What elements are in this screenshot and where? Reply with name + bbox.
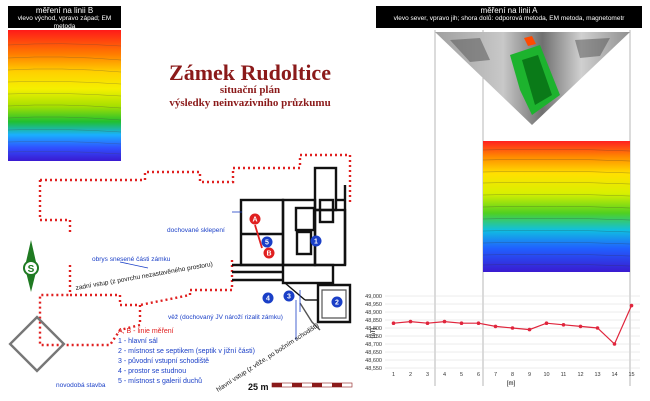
chart-y-tick-label: 48,600 [365,358,382,364]
chart-point [578,324,583,329]
room-3-label: 3 [287,294,291,301]
chart-x-tick-label: 10 [543,372,549,378]
room-markers: 5 1 4 3 2 [261,235,343,308]
chart-x-tick-label: 15 [628,372,634,378]
chart-y-ticks: 49,000 48,950 48,900 48,850 48,800 48,750 48,7… [365,294,382,372]
label-obrys: obrys snesené části zámku [92,256,171,263]
room-4-label: 4 [266,296,270,303]
chart-x-tick-label: 9 [528,372,531,378]
panel-a-subtitle: vlevo sever, vpravo jih; shora dolů: odp… [393,15,625,22]
chart-point [629,303,634,308]
chart-y-tick-label: 48,850 [365,318,382,324]
chart-point [476,321,481,326]
modern-building [8,315,66,373]
chart-point [527,327,532,332]
chateau-plan [232,166,352,331]
legend-line-0: A, B - linie měření [118,328,174,335]
resistivity-section [435,32,630,125]
page-subtitle: situační plán [219,84,281,96]
chart-points [391,303,634,346]
room-2-label: 2 [335,300,339,307]
chart-point [459,321,464,326]
chart-y-tick-label: 48,950 [365,302,382,308]
panel-a-header: měření na linii A vlevo sever, vpravo ji… [376,6,642,28]
chart-x-tick-label: 5 [460,372,463,378]
chart-y-tick-label: 48,550 [365,366,382,372]
marker-b [263,247,275,259]
scale-bar: 25 m [248,382,353,392]
legend-line-4: 4 - prostor se studnou [118,368,186,375]
panel-b-title: měření na linii B [35,6,94,15]
marker-b-label: B [266,251,271,258]
room-5-label: 5 [265,240,269,247]
chart-x-tick-label: 12 [577,372,583,378]
chart-x-tick-label: 14 [611,372,617,378]
legend: A, B - linie měření 1 - hlavní sál 2 - m… [118,328,255,385]
legend-line-5: 5 - místnost s galerií duchů [118,377,202,385]
panel-b-subtitle: vlevo východ, vpravo západ; EM metoda [17,15,112,30]
marker-a [249,213,261,225]
label-dochovane: dochované sklepení [167,227,225,234]
chart-point [510,326,515,330]
legend-line-2: 2 - místnost se septikem (septik v jižní… [118,348,255,355]
chart-x-tick-label: 6 [477,372,480,378]
chart-x-tick-label: 8 [511,372,514,378]
legend-line-3: 3 - původní vstupní schodiště [118,357,209,365]
label-zadni: zadní vstup (z povrchu nezastavěného pro… [75,261,213,292]
chart-point [544,321,549,326]
demolished-outline [38,153,352,347]
page-title: Zámek Rudoltice [169,60,331,85]
chart-y-tick-label: 48,900 [365,310,382,316]
chart-x-tick-label: 7 [494,372,497,378]
north-label: S [28,264,35,275]
chart-y-tick-label: 48,650 [365,350,382,356]
panel-b-heatmap [7,30,122,161]
chart-point [391,321,396,326]
chart-point [561,323,566,327]
callout-lines [119,211,301,340]
chart-y-tick-label: 48,750 [365,334,382,340]
magnetometer-chart: 49,000 48,950 48,900 48,850 48,800 48,750 48,7… [365,294,640,387]
panel-a-heatmap [482,141,631,272]
room-1-label: 1 [314,239,318,246]
chart-x-tick-label: 13 [594,372,600,378]
chart-y-tick-label: 48,800 [365,326,382,332]
chart-x-tick-label: 11 [561,372,567,378]
chart-y-tick-label: 49,000 [365,294,382,300]
scale-label: 25 m [248,382,269,392]
north-arrow-icon: S [23,240,39,292]
chart-point [595,326,600,330]
chart-x-tick-label: 4 [443,372,446,378]
chart-point [408,319,413,324]
chart-point [425,321,430,326]
chart-y-label: [nT] [371,328,377,339]
chart-x-label: [m] [507,381,516,387]
chart-point [442,319,447,324]
measurement-markers: A B [249,213,275,259]
chart-y-tick-label: 48,700 [365,342,382,348]
chart-x-tick-label: 2 [409,372,412,378]
legend-line-1: 1 - hlavní sál [118,338,158,345]
chart-point [493,324,498,329]
chart-x-tick-label: 3 [426,372,429,378]
chart-point [612,342,617,346]
marker-a-label: A [252,217,257,224]
panel-a-title: měření na linii A [480,6,538,15]
line-a-b [254,224,263,249]
panel-b-header: měření na linii B vlevo východ, vpravo z… [8,6,121,30]
label-novodoba: novodobá stavba [56,382,106,389]
chart-series-line [393,305,633,346]
label-vez: věž (dochovaný JV nároží rizalit zámku) [168,314,283,321]
page-subtitle-2: výsledky neinvazivního průzkumu [169,97,331,109]
chart-x-tick-label: 1 [392,372,395,378]
